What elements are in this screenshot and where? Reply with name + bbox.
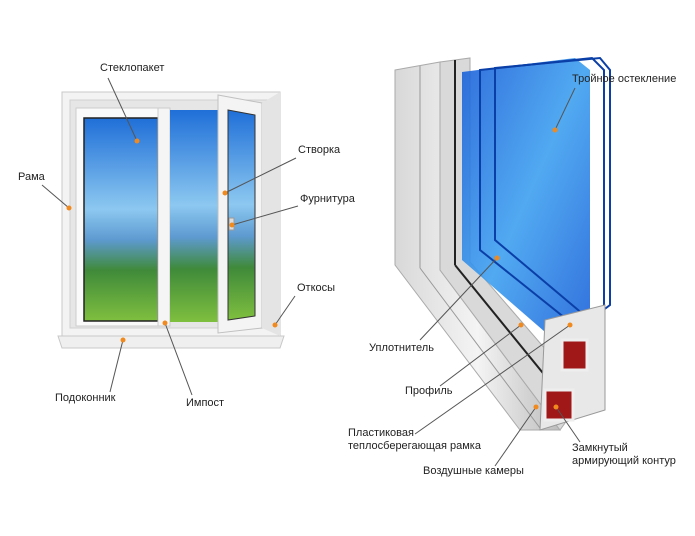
dot-spacer xyxy=(567,322,573,328)
label-sash: Створка xyxy=(298,144,341,156)
label-sill: Подоконник xyxy=(55,392,116,404)
dot-seal xyxy=(494,255,500,261)
dot-sash xyxy=(222,190,228,196)
label-glass-unit: Стеклопакет xyxy=(100,62,165,74)
label-seal: Уплотнитель xyxy=(369,342,434,354)
profile-illustration xyxy=(394,56,611,431)
window-illustration xyxy=(57,91,285,349)
label-triple-glazing: Тройное остекление xyxy=(572,73,677,85)
dot-sill xyxy=(120,337,126,343)
label-frame: Рама xyxy=(18,171,45,183)
dot-air-chambers xyxy=(533,404,539,410)
dot-triple-glazing xyxy=(552,127,558,133)
left-glass xyxy=(83,117,159,322)
label-reinforcement: Замкнутый армирующий контур xyxy=(572,442,676,468)
dot-glass-unit xyxy=(134,138,140,144)
dot-reinforcement xyxy=(553,404,559,410)
leader-lines xyxy=(41,77,581,467)
label-air-chambers: Воздушные камеры xyxy=(423,465,524,477)
dot-slopes xyxy=(272,322,278,328)
label-spacer-line1: Пластиковая xyxy=(348,427,414,439)
reinforcement-upper xyxy=(560,338,589,372)
dot-mullion xyxy=(162,320,168,326)
label-reinforcement-line2: армирующий контур xyxy=(572,455,676,467)
label-mullion: Импост xyxy=(186,397,225,409)
center-glass xyxy=(170,110,218,322)
label-spacer: Пластиковая теплосберегающая рамка xyxy=(348,427,481,453)
dot-frame xyxy=(66,205,72,211)
label-slopes: Откосы xyxy=(297,282,336,294)
window-sill xyxy=(57,335,285,349)
mullion xyxy=(157,107,171,327)
marker-dots xyxy=(66,127,573,410)
label-spacer-line2: теплосберегающая рамка xyxy=(348,440,481,452)
label-reinforcement-line1: Замкнутый xyxy=(572,442,628,454)
dot-hardware xyxy=(229,222,235,228)
dot-profile xyxy=(518,322,524,328)
reinforcement-lower xyxy=(543,388,575,422)
label-hardware: Фурнитура xyxy=(300,193,355,205)
label-profile: Профиль xyxy=(405,385,453,397)
